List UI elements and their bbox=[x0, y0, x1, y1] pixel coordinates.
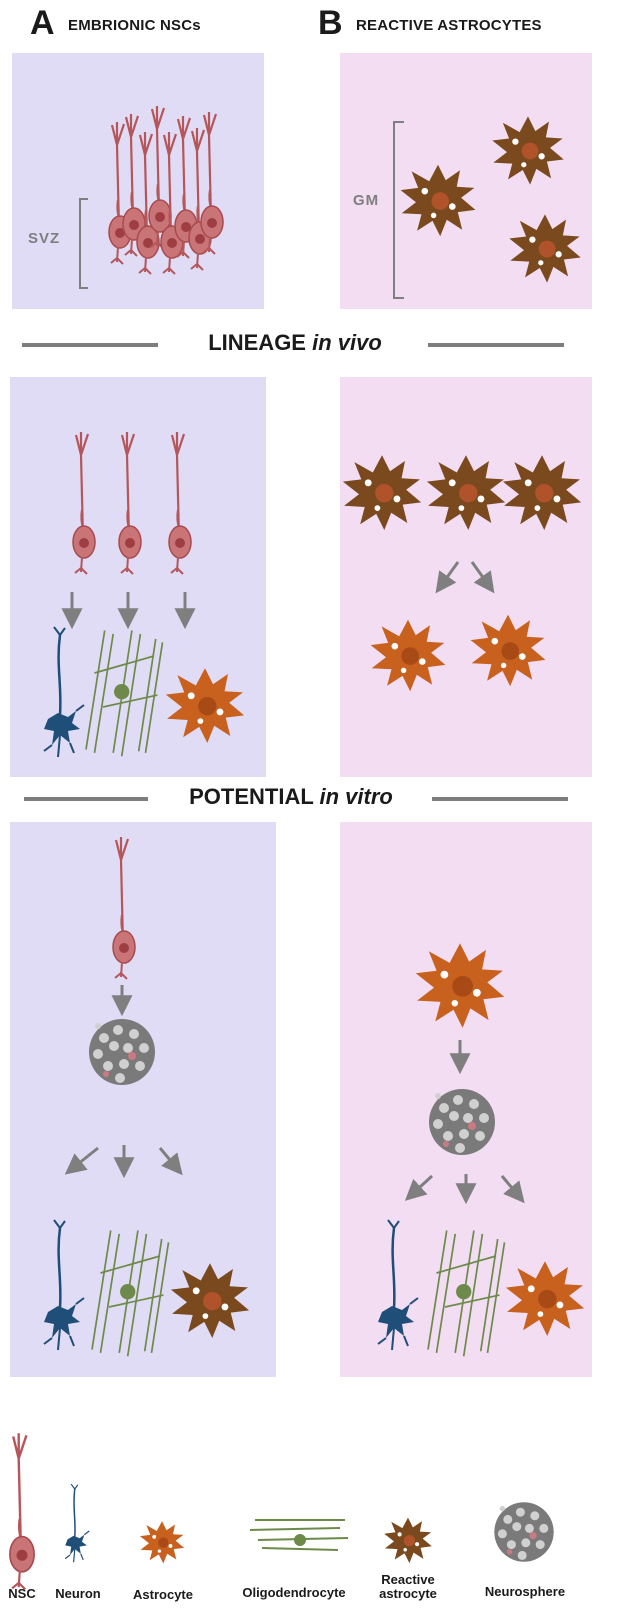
gm-bracket bbox=[394, 122, 404, 298]
potential-a-drawing bbox=[44, 837, 249, 1356]
neuron-icon bbox=[65, 1484, 89, 1562]
neurosphere-icon bbox=[494, 1502, 553, 1561]
svz-bracket bbox=[80, 199, 88, 288]
nsc-icon bbox=[10, 1433, 34, 1589]
gm-reactive-cluster bbox=[394, 116, 581, 298]
oligodendrocyte-icon bbox=[250, 1520, 348, 1550]
reactive-astrocyte-icon bbox=[384, 1518, 432, 1564]
lineage-a-drawing bbox=[44, 432, 244, 757]
lineage-b-drawing bbox=[343, 455, 581, 691]
svz-nsc-cluster bbox=[80, 106, 223, 288]
potential-b-drawing bbox=[378, 943, 584, 1356]
astrocyte-icon bbox=[140, 1521, 184, 1563]
